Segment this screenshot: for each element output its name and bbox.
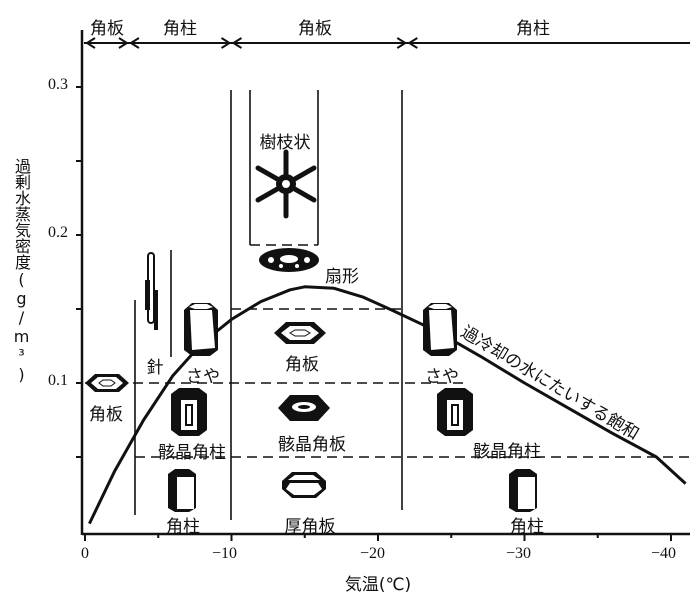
plate-crystal-icon-mid xyxy=(274,322,326,344)
x-tick-label: −40 xyxy=(651,545,677,562)
habit-band-label: 角板 xyxy=(90,19,124,39)
plate-mid-label: 角板 xyxy=(285,355,319,375)
column-right-label: 角柱 xyxy=(510,517,544,537)
column-crystal-icon-right xyxy=(509,469,537,512)
dendrite-snowflake-icon xyxy=(255,149,317,219)
skeletal-column-left-label: 骸晶角柱 xyxy=(158,443,226,463)
habit-band-arrow xyxy=(129,37,140,49)
habit-band-label: 角柱 xyxy=(163,19,197,39)
y-tick-label: 0.2 xyxy=(48,224,68,241)
skeletal-column-icon xyxy=(171,388,207,436)
sector-plate-icon xyxy=(259,248,319,272)
x-axis-label: 気温(℃) xyxy=(344,575,412,595)
plate-crystal-icon xyxy=(85,374,129,392)
habit-band-label: 角柱 xyxy=(516,19,550,39)
skeletal-column-icon-right xyxy=(437,388,473,436)
sheath-right-label: さや xyxy=(425,367,459,387)
x-tick-label: −20 xyxy=(360,545,386,562)
x-tick-label: 0 xyxy=(81,545,89,562)
needle-label: 針 xyxy=(146,358,164,378)
column-left-label: 角柱 xyxy=(166,517,200,537)
saturation-curve xyxy=(88,285,687,525)
habit-band-arrow xyxy=(407,37,418,49)
habit-band-arrow xyxy=(85,37,96,49)
habit-band-arrow xyxy=(396,37,408,49)
habit-band-label: 角板 xyxy=(298,19,332,39)
y-axis-label: 過剰水蒸気密度(g/m³) xyxy=(12,158,31,384)
sector-label: 扇形 xyxy=(325,267,359,287)
x-tick-label: −10 xyxy=(212,545,238,562)
habit-band-arrow xyxy=(220,37,232,49)
dendrite-label: 樹枝状 xyxy=(259,133,311,153)
skeletal-plate-label: 骸晶角板 xyxy=(278,435,346,455)
thick-plate-label: 厚角板 xyxy=(284,517,336,537)
needle-crystal-icon xyxy=(145,252,158,330)
column-crystal-icon xyxy=(168,469,196,512)
y-tick-label: 0.3 xyxy=(48,76,68,93)
sheath-crystal-icon xyxy=(184,303,218,356)
plate-left-label: 角板 xyxy=(89,405,123,425)
x-tick-label: −30 xyxy=(506,545,532,562)
y-tick-label: 0.1 xyxy=(48,372,68,389)
sheath-left-label: さや xyxy=(186,367,220,387)
habit-band-arrow xyxy=(118,37,129,49)
skeletal-column-right-label: 骸晶角柱 xyxy=(473,442,541,462)
skeletal-plate-icon xyxy=(278,395,330,421)
sheath-crystal-icon-right xyxy=(423,303,457,356)
habit-band-arrow xyxy=(231,37,243,49)
thick-plate-icon xyxy=(282,472,326,498)
